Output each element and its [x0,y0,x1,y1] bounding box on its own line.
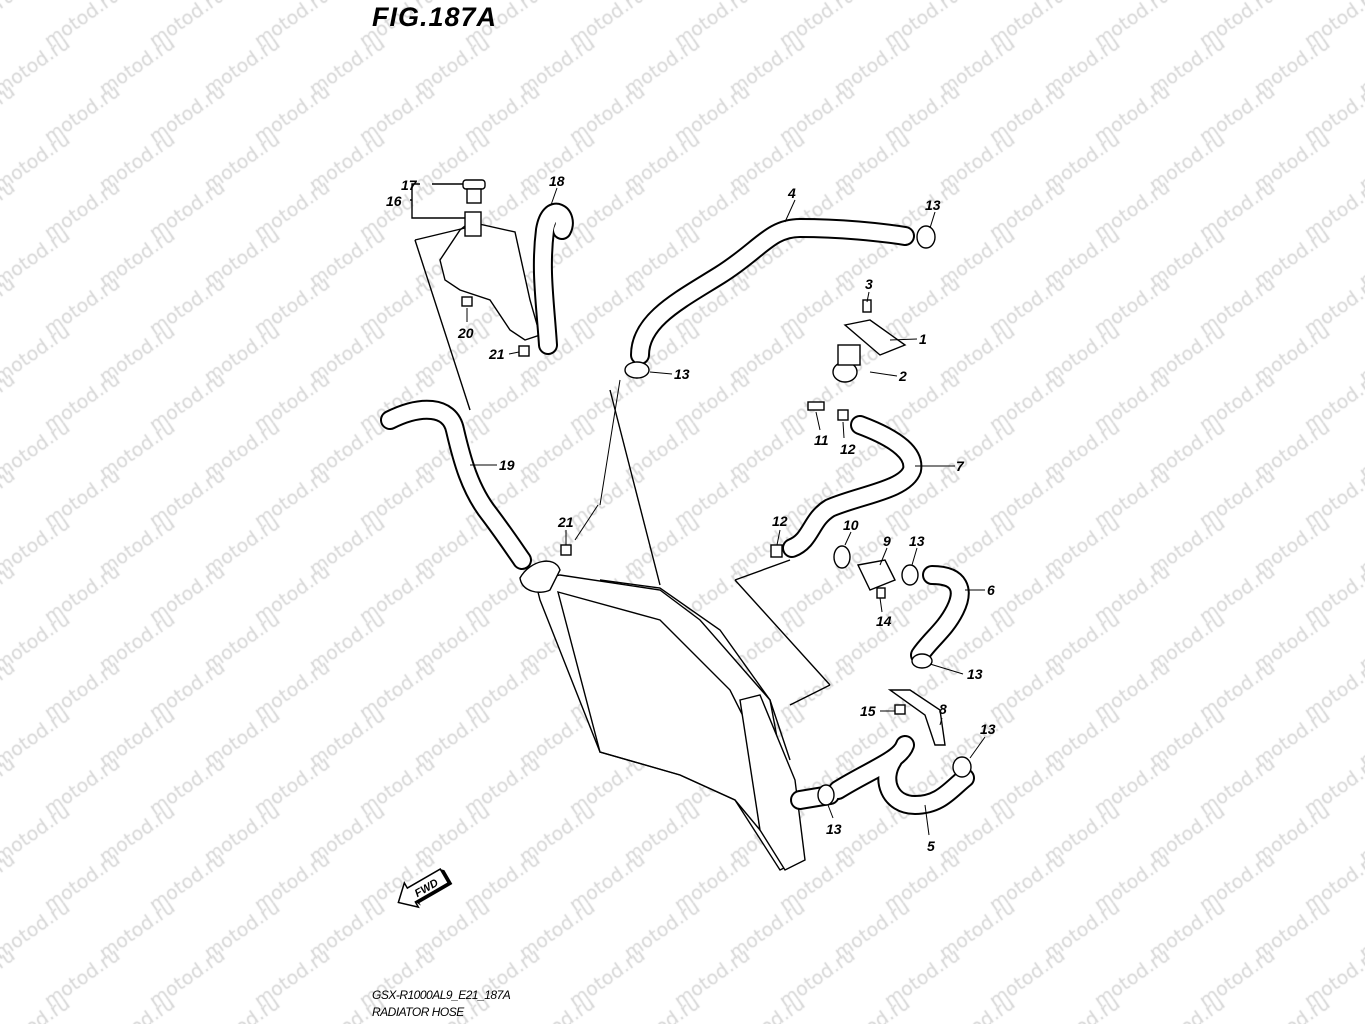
callout-21: 21 [488,346,505,362]
bolt-20 [461,296,473,307]
small-parts [461,225,972,806]
callout-13: 13 [980,721,996,737]
fwd-arrow-icon: FWD [397,868,453,909]
clip-21b [560,544,572,556]
bolt-11 [807,401,825,411]
callout-13: 13 [909,533,925,549]
bolt-15 [894,704,906,715]
callout-4: 4 [787,185,796,201]
o-ring-10 [833,545,851,569]
hoses [380,202,975,815]
footer-code: GSX-R1000AL9_E21_187A [372,988,511,1002]
bolt-14 [876,587,886,599]
callout-2: 2 [898,368,907,384]
callout-17: 17 [401,177,418,193]
callout-3: 3 [865,276,873,292]
callout-7: 7 [956,458,965,474]
callout-12: 12 [772,513,788,529]
callout-1: 1 [919,331,927,347]
callout-19: 19 [499,457,515,473]
reservoir-tank [414,211,541,411]
callout-9: 9 [883,533,891,549]
callout-8: 8 [939,701,947,717]
callout-21: 21 [557,514,574,530]
callout-10: 10 [843,517,859,533]
bracket-8 [887,689,946,746]
hose-5-fill [830,737,973,813]
callout-16: 16 [386,193,402,209]
callout-bracket [410,183,465,219]
callout-labels: 17 16 18 4 13 20 21 13 3 1 2 11 12 7 19 … [386,173,996,854]
hose-7-fill [784,417,921,556]
callout-20: 20 [457,325,474,341]
union-9 [856,559,896,591]
callout-11: 11 [814,432,829,448]
clamp-13 [624,225,972,806]
hose-4-fill [632,220,913,363]
callout-13: 13 [925,197,941,213]
radiator [519,389,831,871]
hose-19-fill [382,401,530,568]
callout-6: 6 [987,582,995,598]
leader-lines [466,187,986,836]
figure-title: FIG.187A [372,2,498,32]
footer-caption: RADIATOR HOSE [372,1005,464,1019]
hose-18-fill [534,204,572,353]
clip-12 [837,409,849,421]
callout-13: 13 [674,366,690,382]
callout-15: 15 [860,703,876,719]
callout-13: 13 [826,821,842,837]
callout-14: 14 [876,613,892,629]
hose-6-fill [912,567,968,663]
callout-18: 18 [549,173,565,189]
callout-13: 13 [967,666,983,682]
thermostat-cover-1 [832,319,907,383]
clip-12b [770,544,783,558]
reservoir-cap [462,179,486,204]
callout-5: 5 [927,838,935,854]
callout-12: 12 [840,441,856,457]
clip-21 [518,345,530,357]
